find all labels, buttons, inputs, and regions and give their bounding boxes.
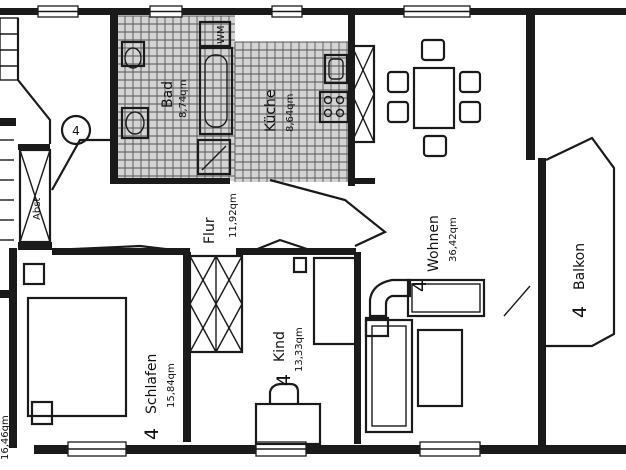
- room-area-kueche: 8,64qm: [285, 94, 296, 132]
- unit-marker-wohnen: 4: [409, 280, 431, 292]
- room-area-schlafen: 15,84qm: [166, 363, 177, 408]
- flur-wardrobe: [188, 254, 244, 354]
- room-name-flur: Flur: [202, 217, 218, 244]
- unit-marker-balkon: 4: [569, 306, 591, 318]
- room-name-kueche: Küche: [263, 89, 279, 132]
- room-name-bad: Bad: [160, 81, 176, 108]
- room-name-schlafen: Schlafen: [144, 354, 160, 414]
- bad-fixtures: [120, 20, 234, 176]
- entrance-walls: [16, 18, 388, 254]
- windows-top: [37, 5, 481, 457]
- unit-marker-circle: [60, 114, 92, 146]
- left-shaft: [0, 17, 19, 241]
- unit-marker-circle-label: 4: [72, 124, 80, 138]
- balcony: [538, 136, 616, 348]
- kueche-fixtures: [318, 44, 376, 144]
- room-area-bad: 8,74qm: [178, 80, 189, 118]
- living-furniture: [364, 278, 531, 434]
- abst-closet: [18, 148, 52, 244]
- dining-set: [386, 38, 482, 158]
- tile-grid: [116, 15, 353, 182]
- room-area-flur: 11,92qm: [228, 193, 239, 238]
- kueche-tiles: [235, 42, 353, 182]
- unit-marker-kind: 4: [273, 374, 295, 386]
- room-name-balkon: Balkon: [572, 243, 588, 290]
- edge-area-label: 16,46qm: [0, 415, 11, 460]
- child-furniture: [254, 256, 358, 446]
- wm-label: WM: [216, 25, 227, 44]
- bedroom-furniture: [22, 262, 128, 426]
- unit-marker-schlafen: 4: [141, 428, 163, 440]
- room-area-wohnen: 36,42qm: [448, 217, 459, 262]
- room-area-kind: 13,33qm: [294, 327, 305, 372]
- walls: [0, 8, 626, 454]
- room-name-kind: Kind: [272, 331, 288, 362]
- abst-label: Abst: [32, 198, 43, 220]
- room-name-wohnen: Wohnen: [426, 215, 442, 272]
- bad-tiles: [117, 16, 235, 181]
